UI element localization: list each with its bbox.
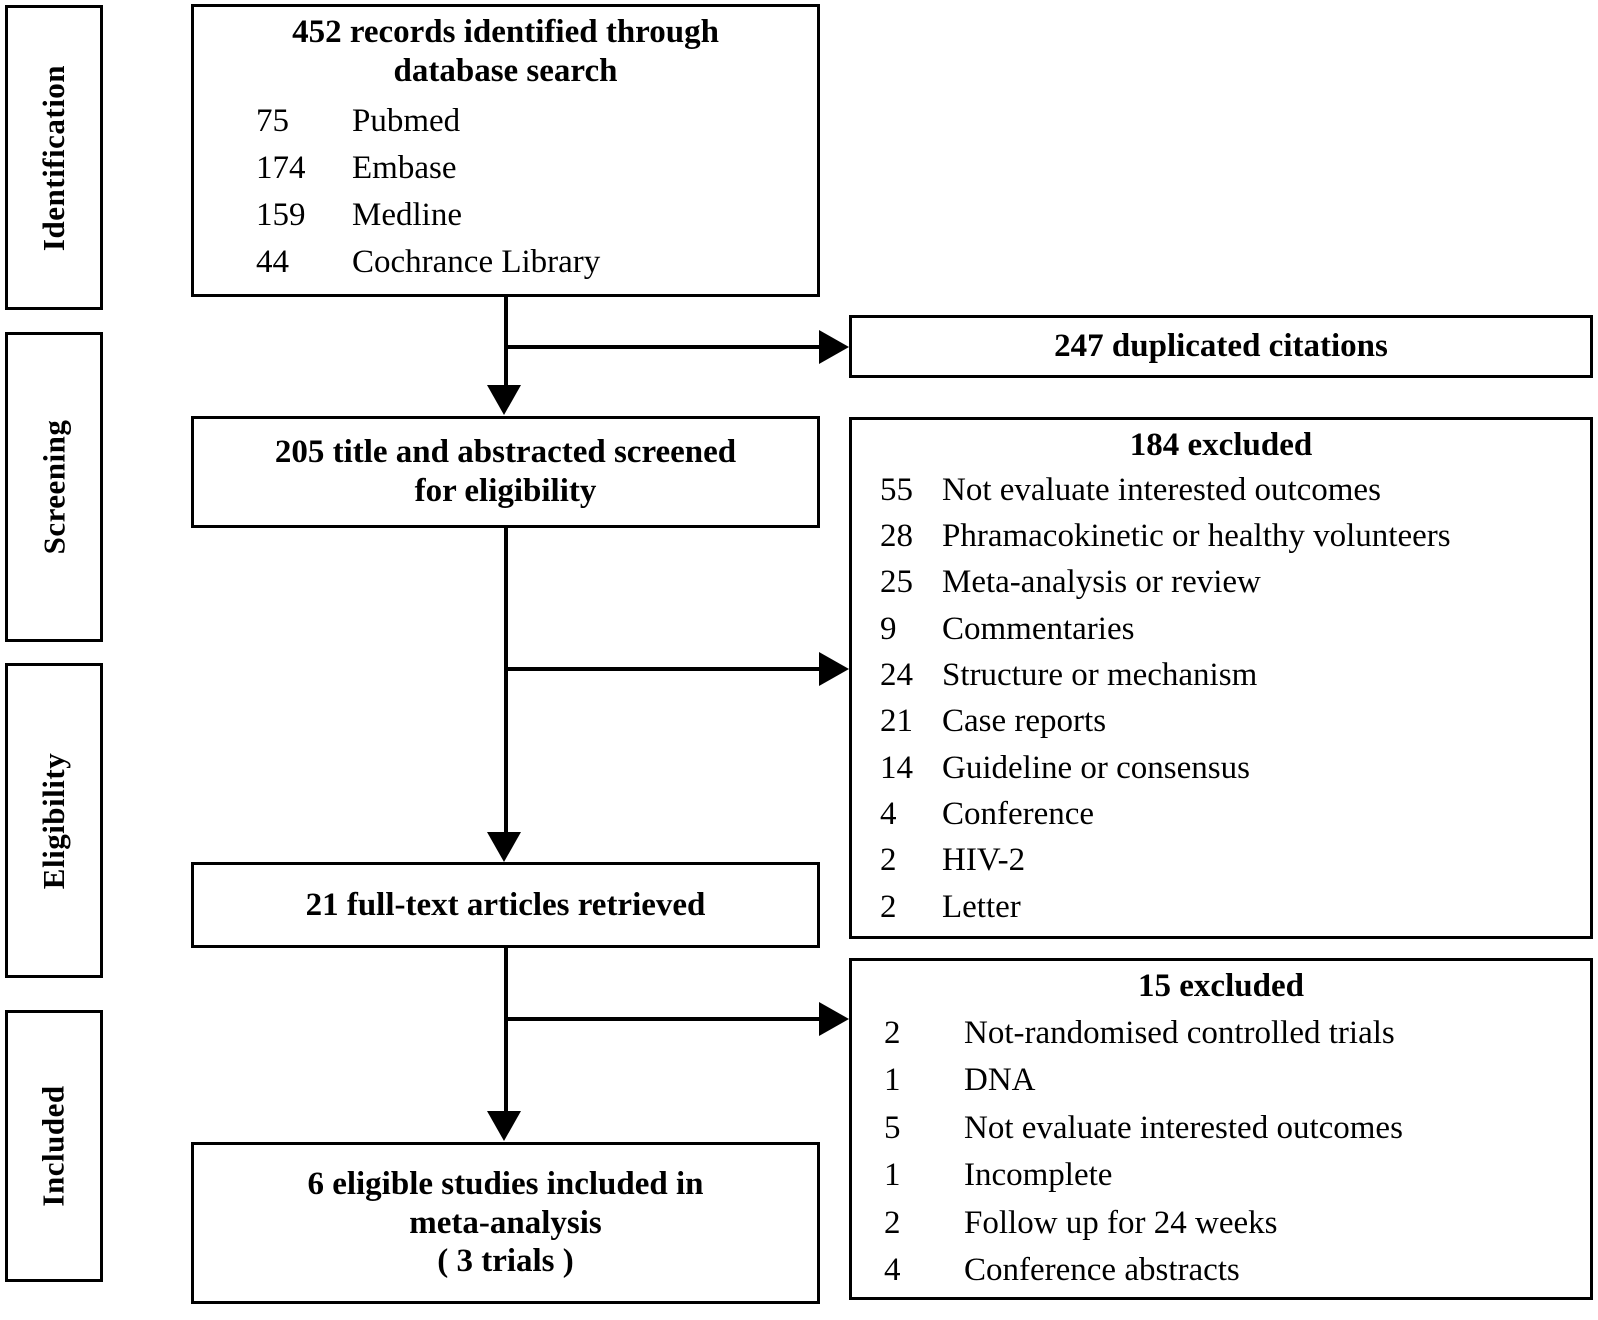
reason-text: Not-randomised controlled trials bbox=[964, 1014, 1395, 1051]
stage-label-screening-text: Screening bbox=[36, 419, 71, 555]
reason-text: Incomplete bbox=[964, 1157, 1113, 1194]
fulltext-heading: 21 full-text articles retrieved bbox=[305, 886, 706, 923]
connector-screened-to-fulltext bbox=[504, 528, 508, 835]
reason-text: Guideline or consensus bbox=[942, 749, 1250, 786]
connector-to-excluded-184 bbox=[506, 667, 821, 671]
stage-label-identification: Identification bbox=[5, 5, 103, 310]
reason-text: DNA bbox=[964, 1062, 1036, 1099]
reason-text: Conference abstracts bbox=[964, 1252, 1240, 1289]
list-item: 44 Cochrance Library bbox=[256, 239, 807, 286]
reason-count: 5 bbox=[884, 1109, 901, 1146]
source-name: Cochrance Library bbox=[352, 243, 601, 280]
stage-label-screening: Screening bbox=[5, 332, 103, 642]
source-count: 174 bbox=[256, 150, 306, 187]
reason-count: 55 bbox=[880, 471, 913, 508]
reason-text: Not evaluate interested outcomes bbox=[964, 1109, 1403, 1146]
source-name: Embase bbox=[352, 150, 457, 187]
list-item: 159 Medline bbox=[256, 192, 807, 239]
arrow-right-to-excluded-15 bbox=[819, 1002, 849, 1036]
arrow-down-to-fulltext bbox=[487, 832, 521, 862]
list-item: 2 Follow up for 24 weeks bbox=[884, 1200, 1580, 1248]
arrow-down-to-included bbox=[487, 1111, 521, 1141]
box-excluded-184: 184 excluded 55 Not evaluate interested … bbox=[849, 417, 1593, 939]
list-item: 4 Conference bbox=[880, 791, 1580, 837]
source-name: Medline bbox=[352, 196, 462, 233]
duplicated-citations-heading: 247 duplicated citations bbox=[1054, 328, 1388, 365]
excluded-184-reason-list: 55 Not evaluate interested outcomes 28 P… bbox=[862, 467, 1580, 931]
reason-count: 2 bbox=[880, 888, 897, 925]
source-count: 159 bbox=[256, 196, 306, 233]
reason-count: 4 bbox=[880, 796, 897, 833]
reason-count: 2 bbox=[884, 1204, 901, 1241]
excluded-15-reason-list: 2 Not-randomised controlled trials 1 DNA… bbox=[862, 1010, 1580, 1295]
arrow-right-to-excluded-184 bbox=[819, 652, 849, 686]
connector-to-duplicates bbox=[506, 345, 821, 349]
list-item: 1 DNA bbox=[884, 1057, 1580, 1105]
list-item: 2 HIV-2 bbox=[880, 837, 1580, 883]
reason-count: 1 bbox=[884, 1062, 901, 1099]
stage-label-included: Included bbox=[5, 1010, 103, 1282]
box-title-abstract-screened: 205 title and abstracted screened for el… bbox=[191, 416, 820, 528]
list-item: 4 Conference abstracts bbox=[884, 1247, 1580, 1295]
list-item: 55 Not evaluate interested outcomes bbox=[880, 467, 1580, 513]
source-count: 75 bbox=[256, 103, 289, 140]
reason-count: 2 bbox=[880, 842, 897, 879]
reason-count: 21 bbox=[880, 703, 913, 740]
connector-fulltext-to-included bbox=[504, 948, 508, 1114]
source-count: 44 bbox=[256, 243, 289, 280]
reason-count: 4 bbox=[884, 1252, 901, 1289]
connector-to-excluded-15 bbox=[506, 1017, 821, 1021]
list-item: 21 Case reports bbox=[880, 698, 1580, 744]
reason-count: 2 bbox=[884, 1014, 901, 1051]
stage-label-eligibility-text: Eligibility bbox=[36, 752, 72, 889]
reason-text: Case reports bbox=[942, 703, 1107, 740]
reason-text: Not evaluate interested outcomes bbox=[942, 471, 1381, 508]
reason-text: Letter bbox=[942, 888, 1021, 925]
reason-text: Structure or mechanism bbox=[942, 657, 1258, 694]
box-included-studies: 6 eligible studies included in meta-anal… bbox=[191, 1142, 820, 1304]
box-records-identified: 452 records identified through database … bbox=[191, 4, 820, 297]
reason-count: 14 bbox=[880, 749, 913, 786]
reason-text: HIV-2 bbox=[942, 842, 1026, 879]
list-item: 14 Guideline or consensus bbox=[880, 745, 1580, 791]
list-item: 1 Incomplete bbox=[884, 1152, 1580, 1200]
database-source-list: 75 Pubmed 174 Embase 159 Medline 44 Coch… bbox=[204, 98, 807, 285]
list-item: 75 Pubmed bbox=[256, 98, 807, 145]
reason-count: 28 bbox=[880, 517, 913, 554]
stage-label-eligibility: Eligibility bbox=[5, 663, 103, 978]
stage-label-identification-text: Identification bbox=[36, 64, 71, 251]
reason-text: Conference bbox=[942, 796, 1095, 833]
excluded-184-heading: 184 excluded bbox=[1129, 427, 1313, 463]
box-excluded-15: 15 excluded 2 Not-randomised controlled … bbox=[849, 958, 1593, 1300]
reason-count: 9 bbox=[880, 610, 897, 647]
reason-count: 24 bbox=[880, 657, 913, 694]
excluded-15-heading: 15 excluded bbox=[1138, 968, 1304, 1004]
reason-count: 25 bbox=[880, 564, 913, 601]
list-item: 25 Meta-analysis or review bbox=[880, 559, 1580, 605]
stage-label-included-text: Included bbox=[36, 1085, 72, 1207]
box-fulltext-retrieved: 21 full-text articles retrieved bbox=[191, 862, 820, 948]
included-heading: 6 eligible studies included in meta-anal… bbox=[307, 1166, 704, 1280]
reason-text: Commentaries bbox=[942, 610, 1135, 647]
list-item: 9 Commentaries bbox=[880, 606, 1580, 652]
reason-text: Meta-analysis or review bbox=[942, 564, 1261, 601]
reason-count: 1 bbox=[884, 1157, 901, 1194]
reason-text: Phramacokinetic or healthy volunteers bbox=[942, 517, 1451, 554]
arrow-down-to-screened bbox=[487, 385, 521, 415]
screened-heading: 205 title and abstracted screened for el… bbox=[274, 434, 737, 509]
list-item: 174 Embase bbox=[256, 145, 807, 192]
connector-identified-to-screened bbox=[504, 297, 508, 389]
source-name: Pubmed bbox=[352, 103, 461, 140]
reason-text: Follow up for 24 weeks bbox=[964, 1204, 1278, 1241]
box-duplicated-citations: 247 duplicated citations bbox=[849, 315, 1593, 378]
list-item: 24 Structure or mechanism bbox=[880, 652, 1580, 698]
list-item: 5 Not evaluate interested outcomes bbox=[884, 1105, 1580, 1153]
records-identified-heading: 452 records identified through database … bbox=[292, 14, 719, 89]
list-item: 2 Not-randomised controlled trials bbox=[884, 1010, 1580, 1058]
list-item: 28 Phramacokinetic or healthy volunteers bbox=[880, 513, 1580, 559]
arrow-right-to-duplicates bbox=[819, 330, 849, 364]
list-item: 2 Letter bbox=[880, 884, 1580, 930]
